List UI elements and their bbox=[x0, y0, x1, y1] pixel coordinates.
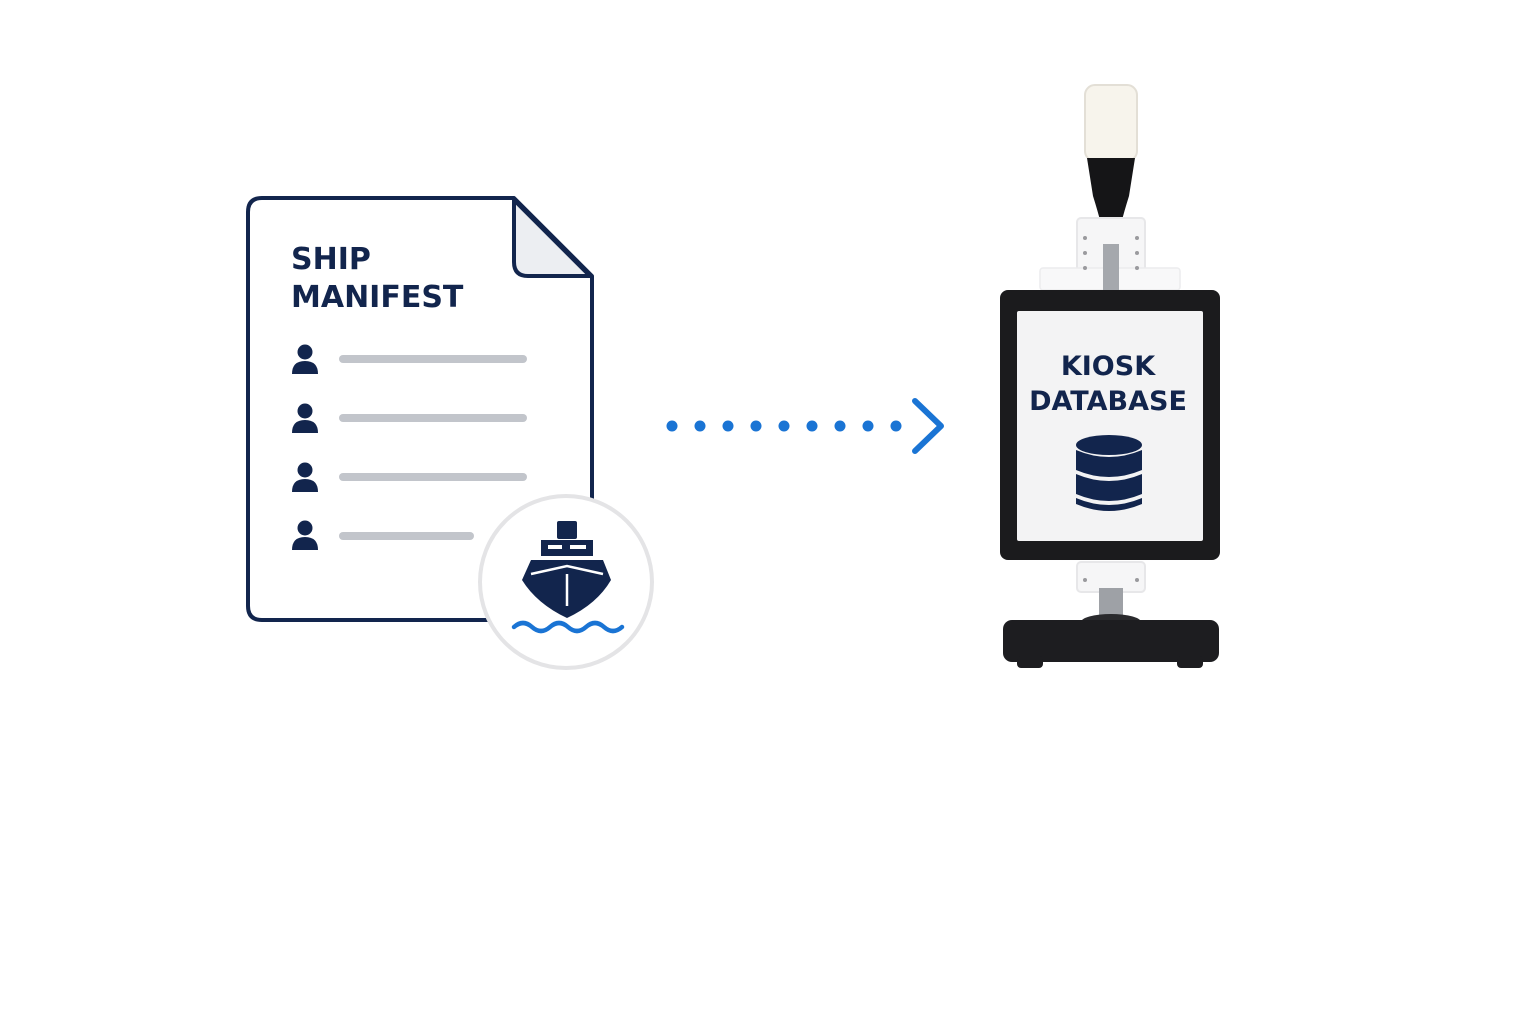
database-icon bbox=[1076, 435, 1142, 511]
kiosk-title-line2: DATABASE bbox=[1029, 386, 1187, 417]
manifest-entry-line bbox=[339, 414, 527, 422]
manifest-title-line1: SHIP bbox=[291, 242, 371, 277]
manifest-document: SHIP MANIFEST bbox=[246, 196, 594, 622]
kiosk-base bbox=[1003, 620, 1219, 668]
manifest-title-line2: MANIFEST bbox=[291, 280, 464, 315]
arrow-dots bbox=[666, 420, 902, 432]
transfer-arrow bbox=[666, 398, 944, 454]
ship-badge bbox=[478, 494, 654, 670]
kiosk-status-light bbox=[1084, 84, 1138, 246]
document-fold-corner bbox=[512, 198, 592, 278]
person-icon bbox=[292, 462, 318, 492]
manifest-entry-line bbox=[339, 355, 527, 363]
kiosk-title-line1: KIOSK bbox=[1061, 351, 1156, 382]
kiosk-lower-bracket bbox=[1076, 561, 1146, 593]
manifest-entry-line bbox=[339, 532, 474, 540]
manifest-entry bbox=[292, 462, 527, 492]
manifest-entry bbox=[292, 403, 527, 433]
ship-icon bbox=[511, 521, 625, 634]
kiosk-screen bbox=[1017, 311, 1203, 541]
chevron-right-icon bbox=[912, 398, 944, 454]
person-icon bbox=[292, 520, 318, 550]
person-icon bbox=[292, 403, 318, 433]
person-icon bbox=[292, 344, 318, 374]
kiosk: KIOSK DATABASE bbox=[1000, 84, 1220, 668]
manifest-entry bbox=[292, 520, 474, 550]
manifest-entry-line bbox=[339, 473, 527, 481]
manifest-entry bbox=[292, 344, 527, 374]
kiosk-upper-pole bbox=[1103, 244, 1119, 294]
